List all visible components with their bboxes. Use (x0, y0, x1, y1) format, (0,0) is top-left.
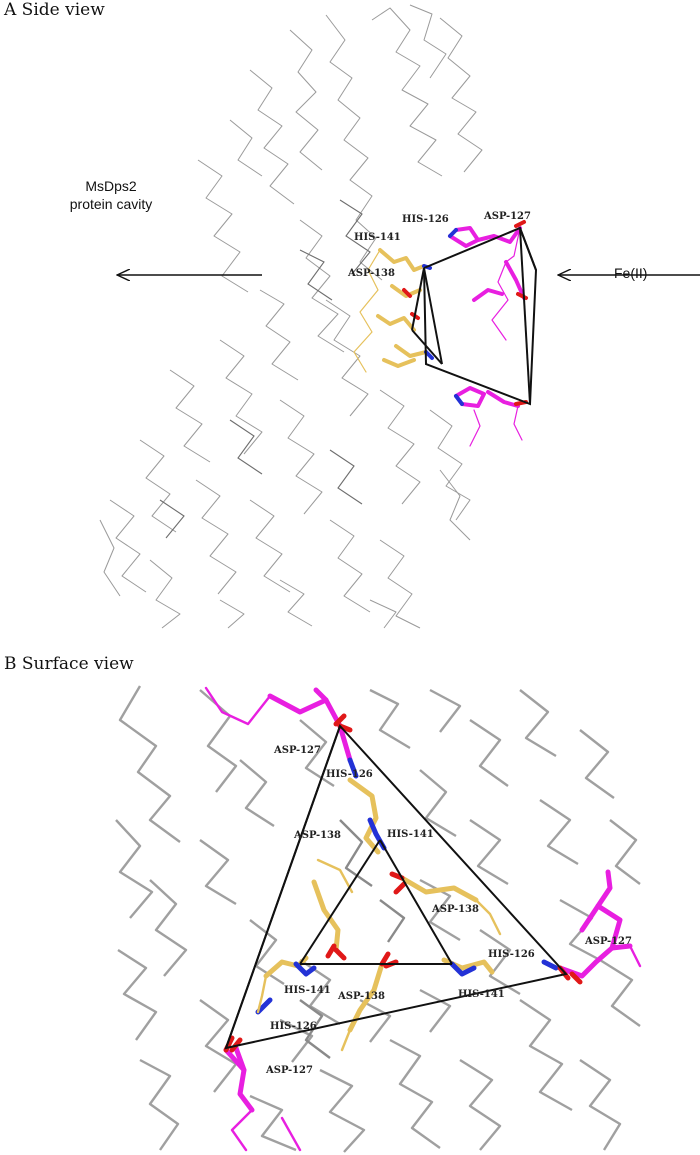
panel-a-outer-residues (448, 220, 528, 447)
panel-a-backbone-dark (159, 199, 371, 539)
label-his126-left: HIS-126 (270, 1021, 317, 1032)
label-his141: HIS-141 (354, 232, 401, 243)
label-asp127: ASP-127 (483, 211, 531, 222)
panel-a-backbone (99, 4, 483, 629)
panel-b: B Surface view (4, 654, 642, 1153)
panel-a-inner-residues (353, 248, 434, 373)
label-asp138-left: ASP-138 (293, 830, 341, 841)
label-his126-right: HIS-126 (488, 949, 535, 960)
label-asp138: ASP-138 (347, 268, 395, 279)
label-his141-right: HIS-141 (458, 989, 505, 1000)
panel-b-guide-lines (224, 724, 568, 1050)
panel-a: A Side view (3, 0, 700, 629)
label-asp127-right: ASP-127 (584, 936, 632, 947)
label-asp127-bottom: ASP-127 (265, 1065, 313, 1076)
label-asp127-top: ASP-127 (273, 745, 321, 756)
panel-a-guide-lines (411, 226, 538, 406)
cavity-label-line2: protein cavity (70, 196, 152, 212)
label-his126-top: HIS-126 (326, 769, 373, 780)
label-asp138-right: ASP-138 (431, 904, 479, 915)
label-his141-left: HIS-141 (284, 985, 331, 996)
iron-label: Fe(II) (614, 265, 647, 281)
label-his141-top: HIS-141 (387, 829, 434, 840)
label-his126: HIS-126 (402, 214, 449, 225)
panel-a-title: A Side view (3, 0, 105, 20)
panel-b-outer-residues (204, 686, 642, 1152)
label-asp138-bottom: ASP-138 (337, 991, 385, 1002)
cavity-label-line1: MsDps2 (85, 178, 137, 194)
panel-b-backbone (115, 685, 641, 1153)
panel-b-title: B Surface view (4, 654, 134, 674)
